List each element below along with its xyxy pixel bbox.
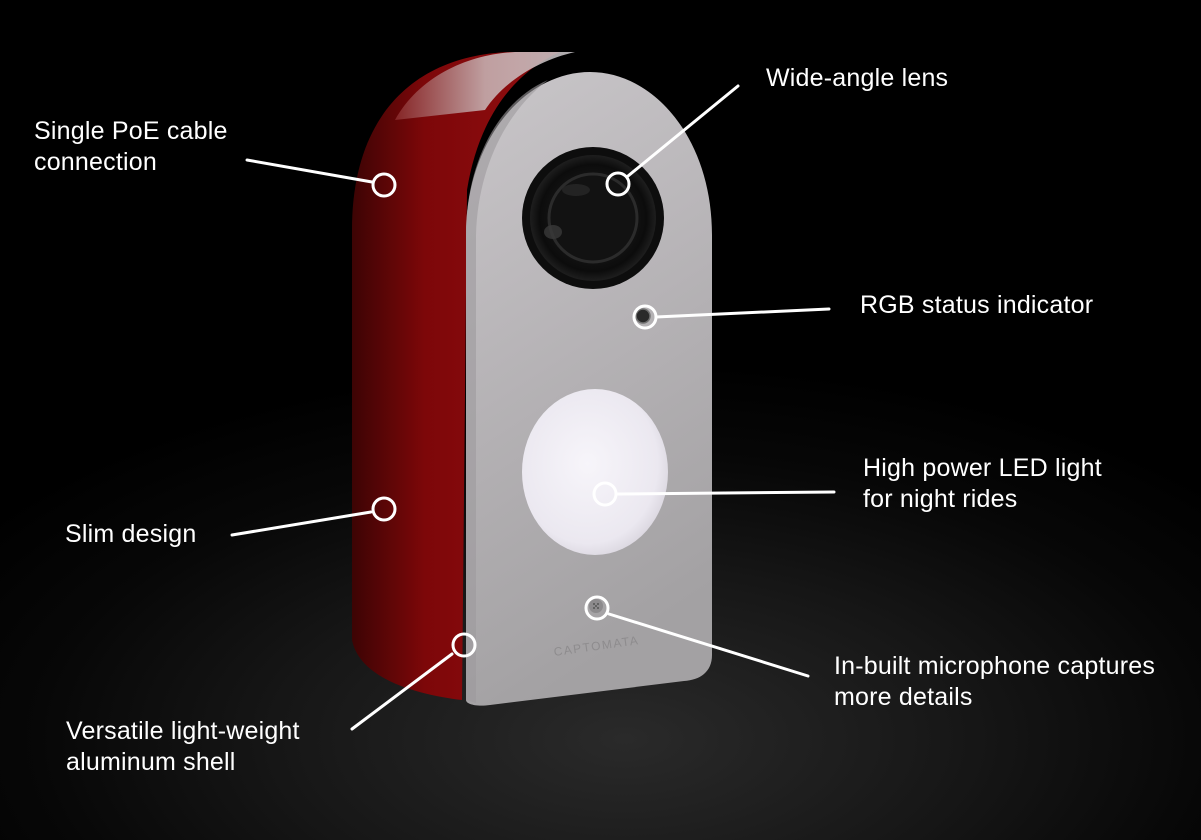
callout-text: for night rides [863,485,1018,513]
device-side-panel [352,52,560,700]
callout-text: Versatile light-weight [66,717,300,745]
shell-leader-line [350,652,454,731]
camera-device: CAPTOMATA [352,52,712,706]
callout-text: more details [834,683,973,711]
callout-text: Wide-angle lens [766,64,949,92]
callout-text: RGB status indicator [860,291,1094,319]
callout-lines [230,84,836,731]
callout-text: connection [34,148,157,176]
led-marker [592,481,618,507]
callout-rgb-status: RGB status indicator [860,290,1093,321]
led-leader-line [616,490,836,496]
callout-poe-cable: Single PoE cable connection [34,116,228,178]
rgb-status-indicator [635,308,651,324]
mic-leader-line [607,612,810,678]
callout-markers [371,171,658,658]
wide-angle-lens [522,147,664,289]
rgb-marker [632,304,658,330]
poe-leader-line [245,158,374,184]
callout-text: Slim design [65,520,197,548]
callout-slim-design: Slim design [65,519,196,550]
rgb-leader-line [654,307,831,319]
microphone-grille [589,599,603,613]
callout-text: aluminum shell [66,748,236,776]
lens-marker [605,171,631,197]
poe-marker [371,172,397,198]
led-light [522,389,668,555]
lens-leader-line [626,84,740,178]
callout-text: High power LED light [863,454,1102,482]
callout-aluminum-shell: Versatile light-weight aluminum shell [66,716,300,778]
callout-wide-angle-lens: Wide-angle lens [766,63,948,94]
callout-text: In-built microphone captures [834,652,1156,680]
callout-microphone: In-built microphone captures more detail… [834,651,1155,713]
slim-leader-line [230,510,373,537]
mic-marker [584,595,610,621]
callout-text: Single PoE cable [34,117,228,145]
slim-marker [371,496,397,522]
shell-marker [451,632,477,658]
callout-led-light: High power LED light for night rides [863,453,1102,515]
device-top-rim [395,52,575,120]
